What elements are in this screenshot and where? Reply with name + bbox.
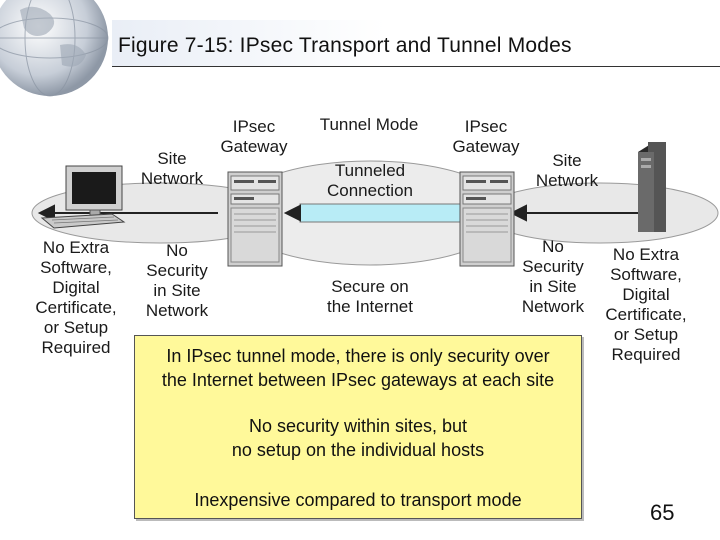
center-arrowhead [283, 204, 301, 222]
left-site-network-label: Site Network [140, 149, 204, 188]
callout-line-inexpensive: Inexpensive compared to transport mode [194, 490, 522, 510]
left-client-computer-icon [40, 165, 126, 229]
right-gateway-server-icon [459, 171, 515, 267]
callout-line-tunnel-security: In IPsec tunnel mode, there is only secu… [161, 346, 555, 390]
right-site-network-label: Site Network [535, 151, 599, 190]
right-client-server-icon [638, 142, 666, 232]
left-arrowhead [37, 204, 55, 222]
right-arrowhead [509, 204, 527, 222]
page-number: 65 [650, 500, 675, 525]
secure-internet-label: Secure on the Internet [326, 277, 413, 316]
globe-logo [0, 0, 110, 105]
tunnel-bar [299, 203, 467, 223]
summary-callout-box: In IPsec tunnel mode, there is only secu… [134, 335, 582, 519]
right-no-security-label: No Security in Site Network [521, 237, 585, 316]
callout-line-no-site-security: No security within sites, but no setup o… [231, 416, 485, 460]
left-gateway-label: IPsec Gateway [220, 117, 288, 156]
left-no-extra-software-label: No Extra Software, Digital Certificate, … [35, 238, 117, 357]
right-no-extra-software-label: No Extra Software, Digital Certificate, … [605, 245, 687, 364]
tunneled-connection-label: Tunneled Connection [326, 161, 413, 200]
slide-title: Figure 7-15: IPsec Transport and Tunnel … [118, 34, 572, 57]
right-gateway-label: IPsec Gateway [452, 117, 520, 156]
title-band [112, 20, 720, 66]
tunnel-mode-label: Tunnel Mode [319, 115, 419, 134]
left-gateway-server-icon [227, 171, 283, 267]
title-underline [112, 66, 720, 67]
left-no-security-label: No Security in Site Network [145, 241, 209, 320]
